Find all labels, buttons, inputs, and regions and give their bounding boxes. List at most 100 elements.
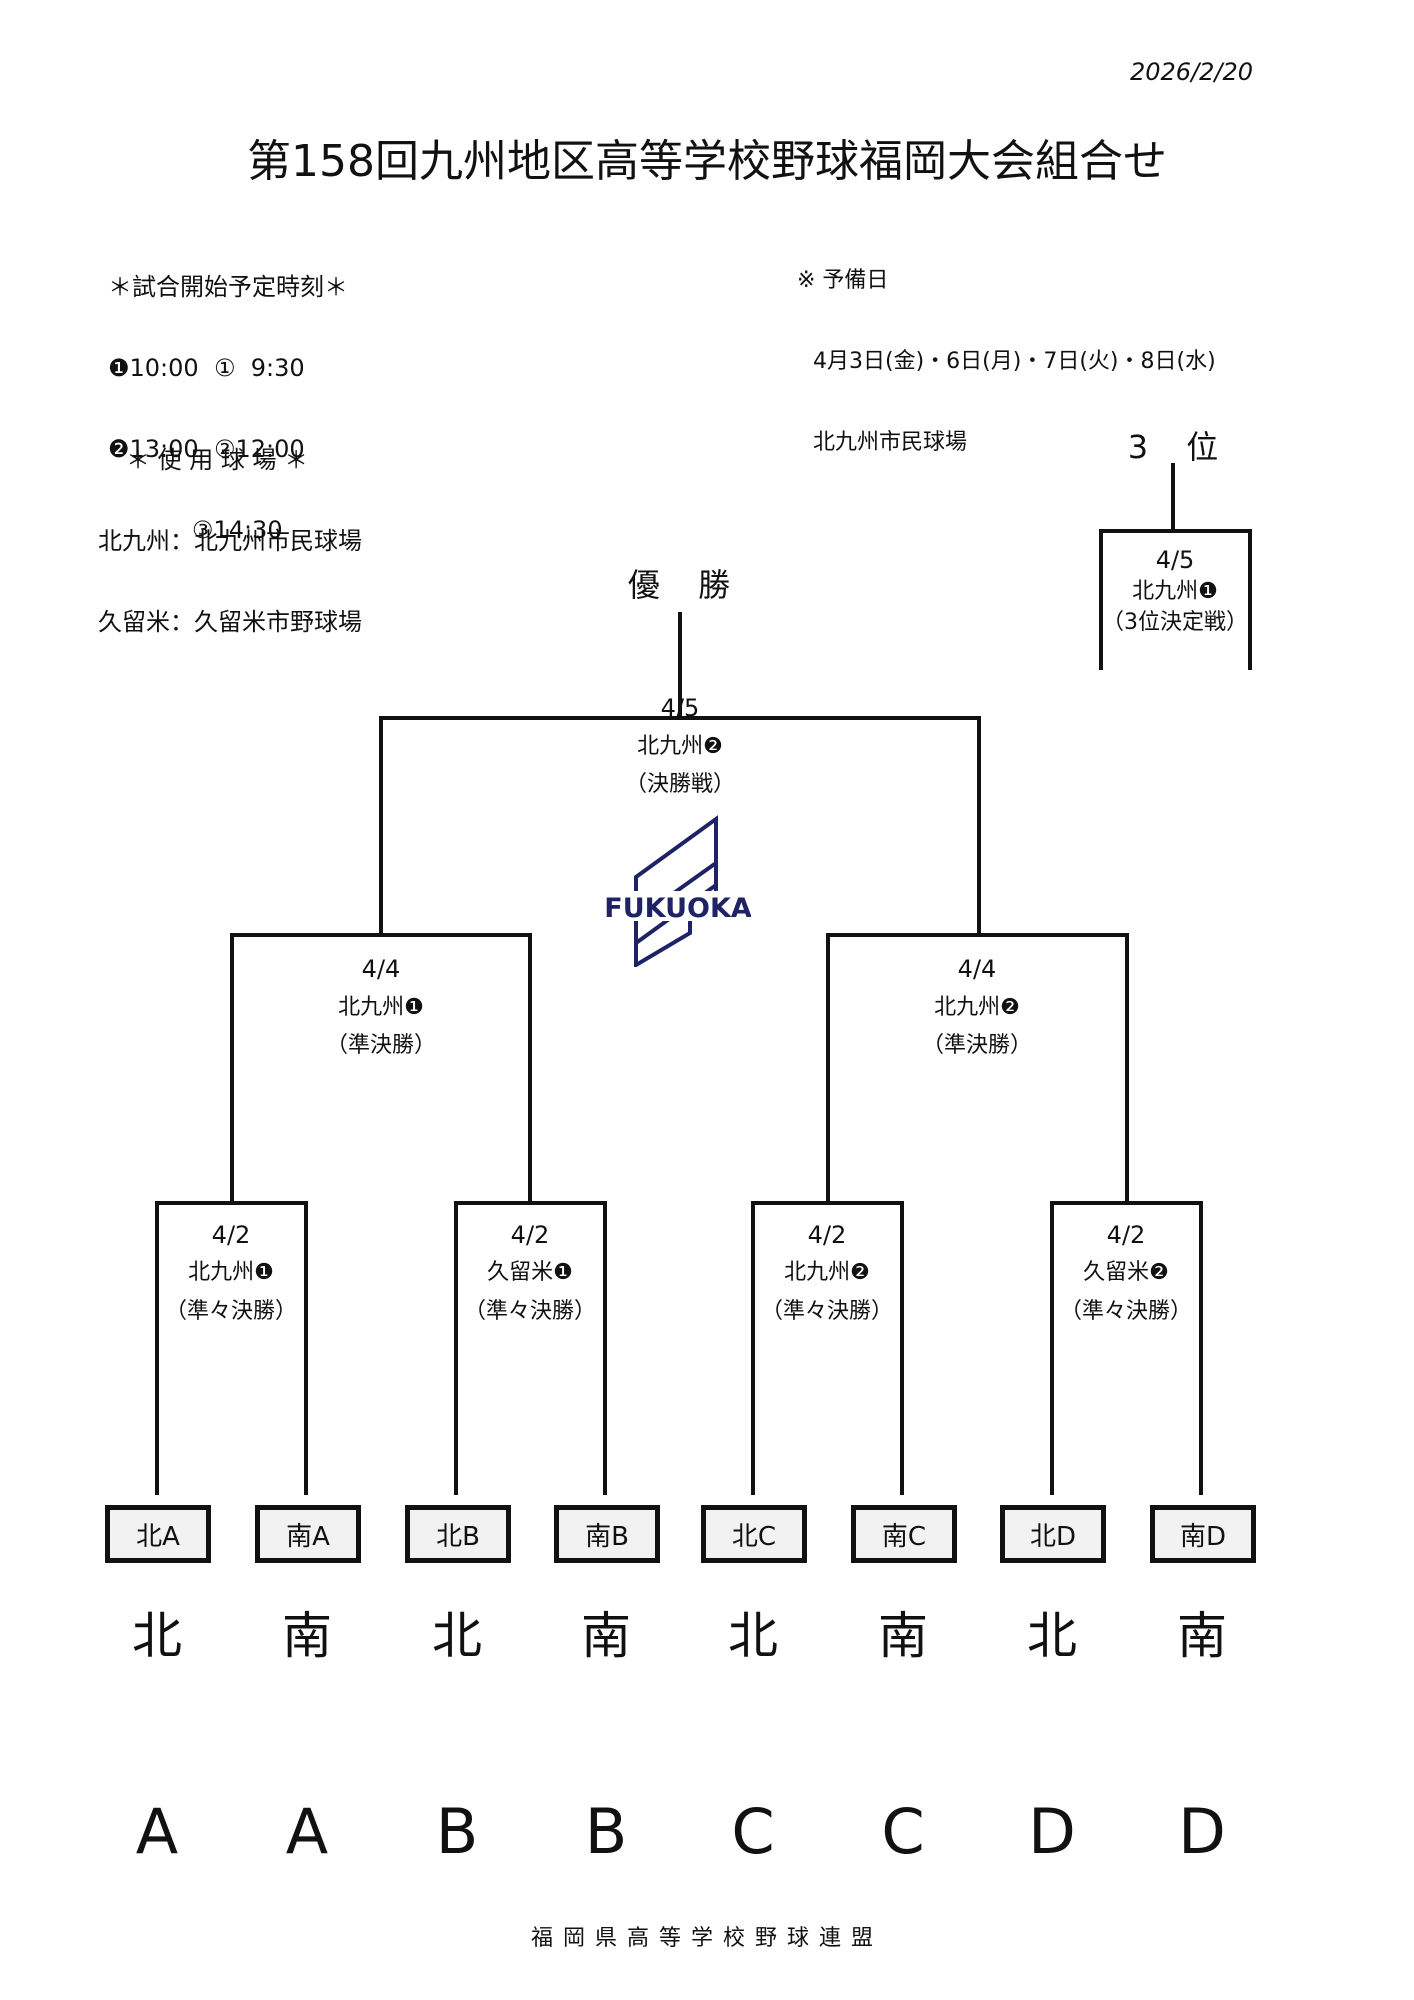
region-label: 南 <box>1177 1607 1227 1665</box>
match-venue: 北九州❷ <box>637 734 723 759</box>
region-label: 南 <box>878 1607 928 1665</box>
match-final: 4/5 北九州❷ （決勝戦） <box>625 688 735 804</box>
schedule-row: ❷13:00 ②12:00 <box>108 435 305 463</box>
schedule-row: ❶10:00 ① 9:30 <box>108 354 305 382</box>
bracket-line <box>751 1201 755 1495</box>
bracket-line <box>454 1201 607 1205</box>
venue-row: 北九州：北九州市民球場 <box>98 527 362 555</box>
match-venue: 久留米❷ <box>1083 1260 1169 1285</box>
team-slot-kita-a[interactable]: 北A <box>105 1505 211 1563</box>
schedule-block: ＊試合開始予定時刻＊ ❶10:00 ① 9:30 ❷13:00 ②12:00 ③… <box>108 220 348 571</box>
match-round: （決勝戦） <box>624 772 736 797</box>
match-qf3: 4/2 北九州❷ （準々決勝） <box>761 1216 893 1332</box>
match-round: （準々決勝） <box>1059 1299 1193 1324</box>
match-round: （準々決勝） <box>164 1299 298 1324</box>
bracket-line <box>1099 529 1103 670</box>
match-date: 4/2 <box>510 1221 550 1249</box>
bracket-line <box>1171 463 1175 531</box>
reserve-dates: 4月3日(金)・6日(月)・7日(火)・8日(水) <box>813 349 1216 374</box>
region-label: 北 <box>132 1607 182 1665</box>
group-letter: C <box>881 1795 925 1868</box>
bracket-line <box>379 716 383 937</box>
bracket-line <box>603 1201 607 1495</box>
bracket-line <box>1248 529 1252 670</box>
match-sf1: 4/4 北九州❶ （準決勝） <box>326 950 436 1065</box>
bracket-line <box>678 612 682 718</box>
match-round: （準決勝） <box>921 1033 1033 1058</box>
organizer-footer: 福岡県高等学校野球連盟 <box>530 1926 884 1951</box>
match-date: 4/5 <box>1155 546 1195 574</box>
schedule-row: ③14:30 <box>108 516 283 544</box>
match-venue: 北九州❶ <box>1132 579 1218 604</box>
fukuoka-logo: FUKUOKA <box>606 815 751 967</box>
bracket-line <box>528 933 532 1205</box>
group-letter: D <box>1178 1795 1226 1868</box>
logo-shape-upper <box>634 815 718 947</box>
team-slot-kita-c[interactable]: 北C <box>701 1505 807 1563</box>
bracket-line <box>230 933 532 937</box>
group-letter: B <box>584 1795 628 1868</box>
venues-block: ＊ 使 用 球 場 ＊ 北九州：北九州市民球場 久留米：久留米市野球場 <box>98 393 362 663</box>
bracket-line <box>1050 1201 1203 1205</box>
bracket-line <box>900 1201 904 1495</box>
match-venue: 北九州❷ <box>934 995 1020 1020</box>
group-letter: D <box>1028 1795 1076 1868</box>
reserve-block: ※ 予備日 4月3日(金)・6日(月)・7日(火)・8日(水) 北九州市民球場 <box>797 213 1216 483</box>
match-third: 4/5 北九州❶ （3位決定戦） <box>1102 544 1248 639</box>
match-date: 4/4 <box>957 955 997 983</box>
logo-text-backdrop <box>606 891 751 921</box>
team-slot-minami-a[interactable]: 南A <box>255 1505 361 1563</box>
document-date: 2026/2/20 <box>1130 58 1254 86</box>
venue-row: 久留米：久留米市野球場 <box>98 608 362 636</box>
region-label: 北 <box>432 1607 482 1665</box>
page-title: 第158回九州地区高等学校野球福岡大会組合せ <box>247 136 1167 187</box>
team-slot-minami-d[interactable]: 南D <box>1150 1505 1256 1563</box>
bracket-line <box>1050 1201 1054 1495</box>
bracket-line <box>230 933 234 1205</box>
team-slot-minami-c[interactable]: 南C <box>851 1505 957 1563</box>
bracket-line <box>977 716 981 937</box>
match-sf2: 4/4 北九州❷ （準決勝） <box>922 950 1032 1065</box>
match-qf2: 4/2 久留米❶ （準々決勝） <box>464 1216 596 1332</box>
bracket-line <box>155 1201 159 1495</box>
bracket-line <box>454 1201 458 1495</box>
bracket-line <box>1125 933 1129 1205</box>
match-date: 4/5 <box>660 694 700 722</box>
schedule-heading: ＊試合開始予定時刻＊ <box>108 273 348 301</box>
region-label: 北 <box>728 1607 778 1665</box>
match-round: （3位決定戦） <box>1102 610 1248 635</box>
match-venue: 北九州❶ <box>338 995 424 1020</box>
bracket-line <box>1199 1201 1203 1495</box>
team-slot-kita-d[interactable]: 北D <box>1000 1505 1106 1563</box>
match-venue: 久留米❶ <box>487 1260 573 1285</box>
match-qf4: 4/2 久留米❷ （準々決勝） <box>1060 1216 1192 1332</box>
match-venue: 北九州❷ <box>784 1260 870 1285</box>
group-letter: B <box>435 1795 479 1868</box>
bracket-line <box>826 933 830 1205</box>
reserve-heading: ※ 予備日 <box>797 268 889 293</box>
match-round: （準々決勝） <box>463 1299 597 1324</box>
bracket-line <box>155 1201 308 1205</box>
logo-text: FUKUOKA <box>606 893 751 924</box>
match-round: （準々決勝） <box>760 1299 894 1324</box>
bracket-line <box>1099 529 1252 533</box>
group-letter: C <box>731 1795 775 1868</box>
match-qf1: 4/2 北九州❶ （準々決勝） <box>165 1216 297 1332</box>
group-letter: A <box>285 1795 329 1868</box>
match-date: 4/2 <box>211 1221 251 1249</box>
region-label: 南 <box>282 1607 332 1665</box>
bracket-line <box>304 1201 308 1495</box>
match-date: 4/4 <box>361 955 401 983</box>
third-place-label: 3 位 <box>1127 428 1233 466</box>
region-label: 北 <box>1027 1607 1077 1665</box>
champion-label: 優 勝 <box>627 566 745 604</box>
match-date: 4/2 <box>1106 1221 1146 1249</box>
match-round: （準決勝） <box>325 1033 437 1058</box>
team-slot-kita-b[interactable]: 北B <box>405 1505 511 1563</box>
venues-heading: ＊ 使 用 球 場 ＊ <box>126 446 309 474</box>
bracket-line <box>751 1201 904 1205</box>
group-letter: A <box>135 1795 179 1868</box>
team-slot-minami-b[interactable]: 南B <box>554 1505 660 1563</box>
region-label: 南 <box>581 1607 631 1665</box>
match-date: 4/2 <box>807 1221 847 1249</box>
